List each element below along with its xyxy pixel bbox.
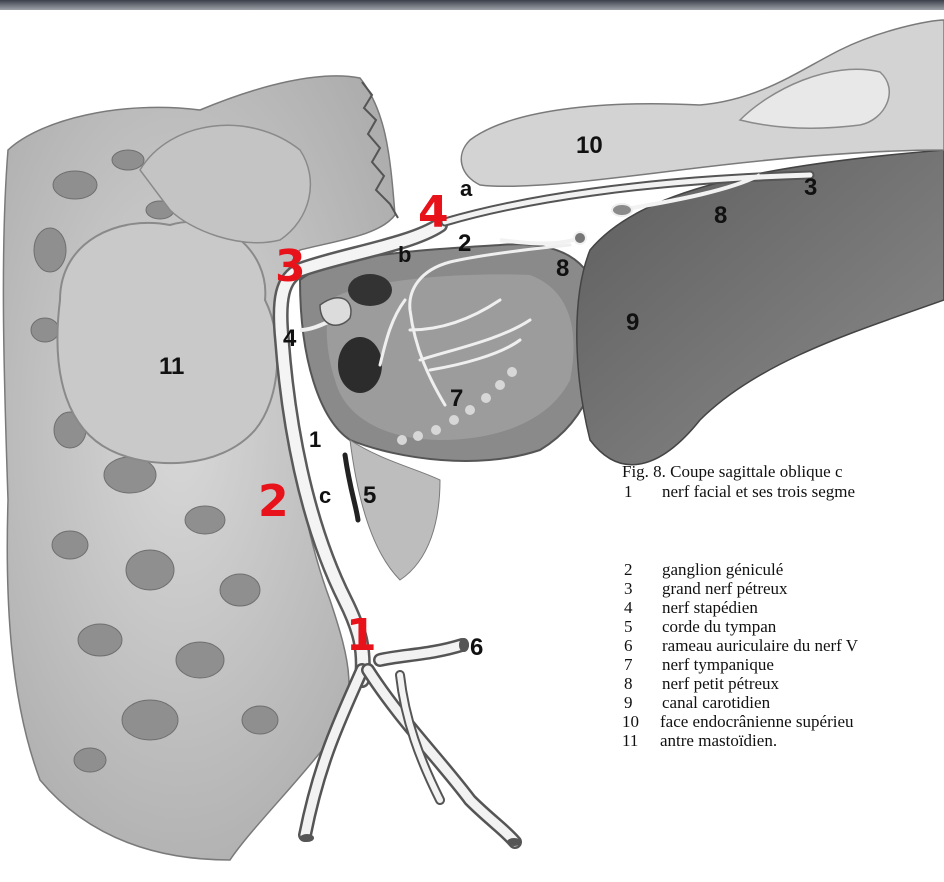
caption-text: face endocrânienne supérieu bbox=[660, 712, 854, 731]
caption-text: nerf petit pétreux bbox=[662, 674, 779, 693]
branch-end bbox=[459, 638, 469, 652]
label-8-right: 8 bbox=[714, 202, 727, 229]
label-10: 10 bbox=[576, 132, 603, 159]
chorda-region bbox=[350, 440, 440, 580]
label-3-top: 3 bbox=[804, 174, 817, 201]
branch-end bbox=[300, 834, 314, 842]
stapes bbox=[320, 298, 351, 326]
red-label-2: 2 bbox=[258, 476, 289, 527]
label-b: b bbox=[398, 242, 411, 267]
caption-number: 11 bbox=[622, 731, 660, 751]
top-border bbox=[0, 0, 944, 10]
caption-text: antre mastoïdien. bbox=[660, 731, 777, 750]
round-window bbox=[338, 337, 382, 393]
caption-number: 5 bbox=[622, 617, 662, 637]
label-5: 5 bbox=[363, 482, 376, 509]
red-label-3: 3 bbox=[275, 241, 306, 292]
caption-text: nerf facial et ses trois segme bbox=[662, 482, 855, 501]
caption-title: Fig. 8. Coupe sagittale oblique c bbox=[622, 462, 843, 482]
caption-number: 2 bbox=[622, 560, 662, 580]
caption-number: 3 bbox=[622, 579, 662, 599]
label-7: 7 bbox=[450, 385, 463, 412]
caption-text: rameau auriculaire du nerf V bbox=[662, 636, 858, 655]
label-4: 4 bbox=[283, 325, 297, 352]
caption-number: 6 bbox=[622, 636, 662, 656]
red-label-4: 4 bbox=[418, 187, 449, 238]
caption-number: 10 bbox=[622, 712, 660, 732]
oval-window bbox=[348, 274, 392, 306]
caption-number: 7 bbox=[622, 655, 662, 675]
label-9: 9 bbox=[626, 309, 639, 336]
caption-number: 4 bbox=[622, 598, 662, 618]
caption-number: 9 bbox=[622, 693, 662, 713]
caption-text: canal carotidien bbox=[662, 693, 770, 712]
caption-number: 1 bbox=[622, 482, 662, 502]
carotid-canal bbox=[577, 150, 944, 465]
label-1: 1 bbox=[309, 427, 321, 452]
caption-text: nerf tympanique bbox=[662, 655, 774, 674]
label-8: 8 bbox=[556, 255, 569, 282]
label-c: c bbox=[319, 483, 331, 508]
caption-text: grand nerf pétreux bbox=[662, 579, 788, 598]
lesser-petrosal-nerve bbox=[500, 238, 580, 244]
caption-text: corde du tympan bbox=[662, 617, 776, 636]
caption-text: nerf stapédien bbox=[662, 598, 758, 617]
label-a: a bbox=[460, 176, 473, 201]
branch-end bbox=[507, 838, 521, 846]
caption-number: 8 bbox=[622, 674, 662, 694]
label-11: 11 bbox=[159, 353, 184, 380]
label-2-mid: 2 bbox=[458, 230, 471, 257]
caption-text: ganglion géniculé bbox=[662, 560, 783, 579]
label-6: 6 bbox=[470, 634, 483, 661]
red-label-1: 1 bbox=[346, 610, 377, 661]
mastoid-antrum bbox=[57, 222, 277, 463]
